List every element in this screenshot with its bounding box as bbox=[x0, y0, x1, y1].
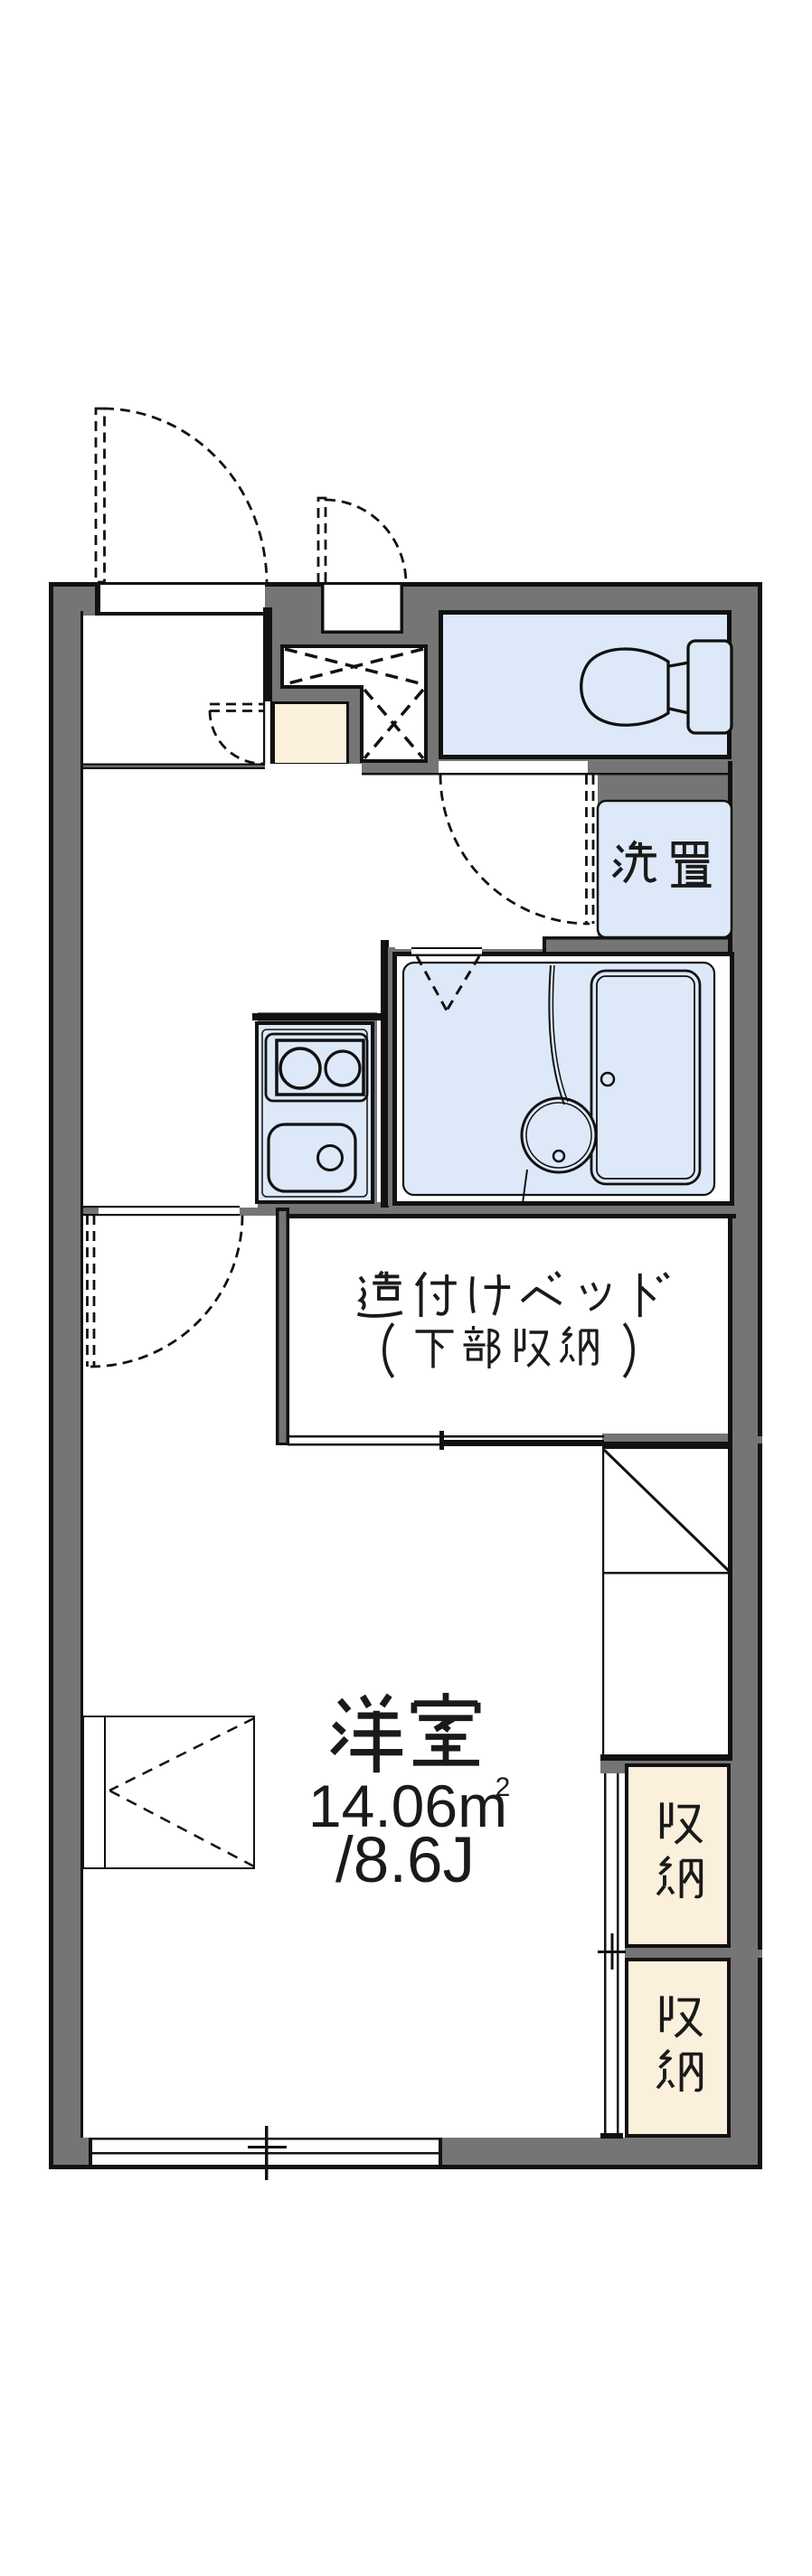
svg-text:2: 2 bbox=[496, 1772, 511, 1802]
svg-text:/8.6J: /8.6J bbox=[335, 1825, 475, 1896]
svg-text:14.06m: 14.06m bbox=[308, 1772, 507, 1839]
